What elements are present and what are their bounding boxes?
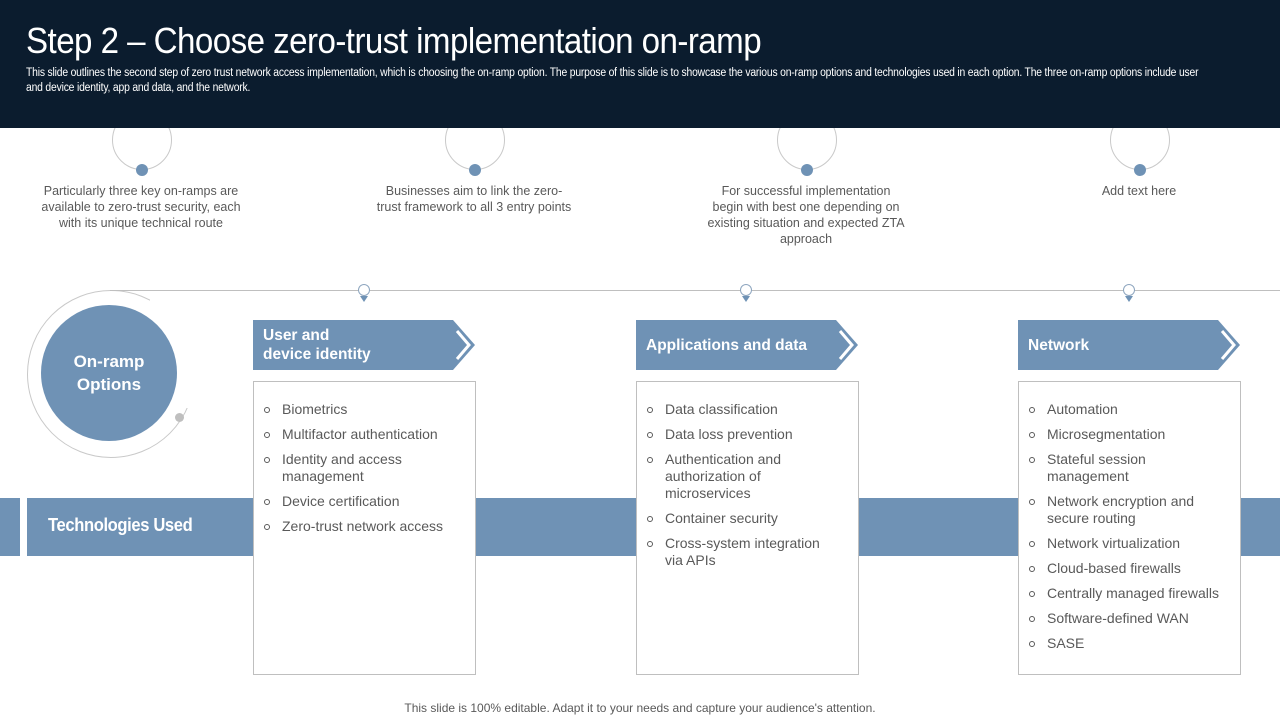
timeline-pin-1-icon (358, 284, 370, 296)
list-item: Centrally managed firewalls (1029, 585, 1240, 602)
chevron-header-shape (1018, 320, 1240, 370)
bullet-icon (647, 407, 653, 413)
timeline-line-start (110, 290, 250, 291)
timeline-line (110, 290, 1280, 291)
bullet-icon (1029, 641, 1035, 647)
list-item: Software-defined WAN (1029, 610, 1240, 627)
timeline-arrow-3-icon (1125, 296, 1133, 302)
note-text-4: Add text here (1101, 184, 1177, 198)
column-header-network: Network (1018, 320, 1240, 370)
timeline-arrow-2-icon (742, 296, 750, 302)
bullet-icon (264, 457, 270, 463)
list-item: Network virtualization (1029, 535, 1240, 552)
technologies-label: Technologies Used (48, 515, 193, 535)
note-dot-3-icon (801, 164, 813, 176)
bullet-icon (1029, 541, 1035, 547)
chevron-header-shape (253, 320, 475, 370)
note-dot-1-icon (136, 164, 148, 176)
list-item: Cross-system integration via APIs (647, 535, 827, 569)
bullet-icon (1029, 566, 1035, 572)
column-header-applications-data: Applications and data (636, 320, 858, 370)
list-item: Automation (1029, 401, 1240, 418)
tech-list: Biometrics Multifactor authentication Id… (254, 382, 475, 535)
list-item: Device certification (264, 493, 475, 510)
list-item: Multifactor authentication (264, 426, 475, 443)
column-title-line1: User and (263, 327, 330, 344)
page-subtitle: This slide outlines the second step of z… (26, 67, 1199, 94)
list-item: Zero-trust network access (264, 518, 475, 535)
column-box-network: Automation Microsegmentation Stateful se… (1018, 381, 1241, 675)
column-title-line1: Network (1028, 336, 1090, 354)
bullet-icon (647, 516, 653, 522)
bullet-icon (264, 407, 270, 413)
on-ramp-label-line2: Options (76, 375, 142, 394)
bullet-icon (264, 499, 270, 505)
column-title-line1: Applications and data (646, 336, 808, 354)
timeline-pin-3-icon (1123, 284, 1135, 296)
list-item: Authentication and authorization of micr… (647, 451, 797, 502)
list-item: Biometrics (264, 401, 475, 418)
list-item: Microsegmentation (1029, 426, 1240, 443)
column-box-user-device-identity: Biometrics Multifactor authentication Id… (253, 381, 476, 675)
note-text-1: Particularly three key on-ramps are avai… (41, 184, 241, 230)
slide-header: Step 2 – Choose zero-trust implementatio… (0, 0, 1280, 128)
note-text-2: Businesses aim to link the zero-trust fr… (376, 184, 572, 214)
timeline-pin-2-icon (740, 284, 752, 296)
list-item: Network encryption and secure routing (1029, 493, 1219, 527)
column-title-line2: device identity (263, 346, 371, 363)
chevron-header-shape (636, 320, 858, 370)
bullet-icon (1029, 616, 1035, 622)
note-text-3: For successful implementation begin with… (707, 184, 905, 246)
list-item: Stateful session management (1029, 451, 1169, 485)
column-box-applications-data: Data classification Data loss prevention… (636, 381, 859, 675)
bullet-icon (1029, 407, 1035, 413)
bullet-icon (647, 432, 653, 438)
bullet-icon (647, 541, 653, 547)
bullet-icon (1029, 432, 1035, 438)
ring-end-dot-icon (175, 413, 184, 422)
on-ramp-options-circle: On-ramp Options (41, 305, 177, 441)
tech-list: Automation Microsegmentation Stateful se… (1019, 382, 1240, 652)
bullet-icon (264, 432, 270, 438)
page-title: Step 2 – Choose zero-trust implementatio… (26, 20, 762, 61)
footer-note: This slide is 100% editable. Adapt it to… (404, 701, 876, 715)
list-item: Identity and access management (264, 451, 475, 485)
bullet-icon (1029, 457, 1035, 463)
bullet-icon (1029, 499, 1035, 505)
bullet-icon (647, 457, 653, 463)
list-item: Data classification (647, 401, 858, 418)
tech-list: Data classification Data loss prevention… (637, 382, 858, 569)
list-item: Data loss prevention (647, 426, 858, 443)
list-item: Container security (647, 510, 858, 527)
list-item: Cloud-based firewalls (1029, 560, 1240, 577)
timeline-arrow-1-icon (360, 296, 368, 302)
band-left-stub (0, 498, 20, 556)
list-item: SASE (1029, 635, 1240, 652)
bullet-icon (1029, 591, 1035, 597)
note-dot-4-icon (1134, 164, 1146, 176)
note-dot-2-icon (469, 164, 481, 176)
column-header-user-device-identity: User and device identity (253, 320, 475, 370)
bullet-icon (264, 524, 270, 530)
on-ramp-label-line1: On-ramp (73, 352, 145, 371)
